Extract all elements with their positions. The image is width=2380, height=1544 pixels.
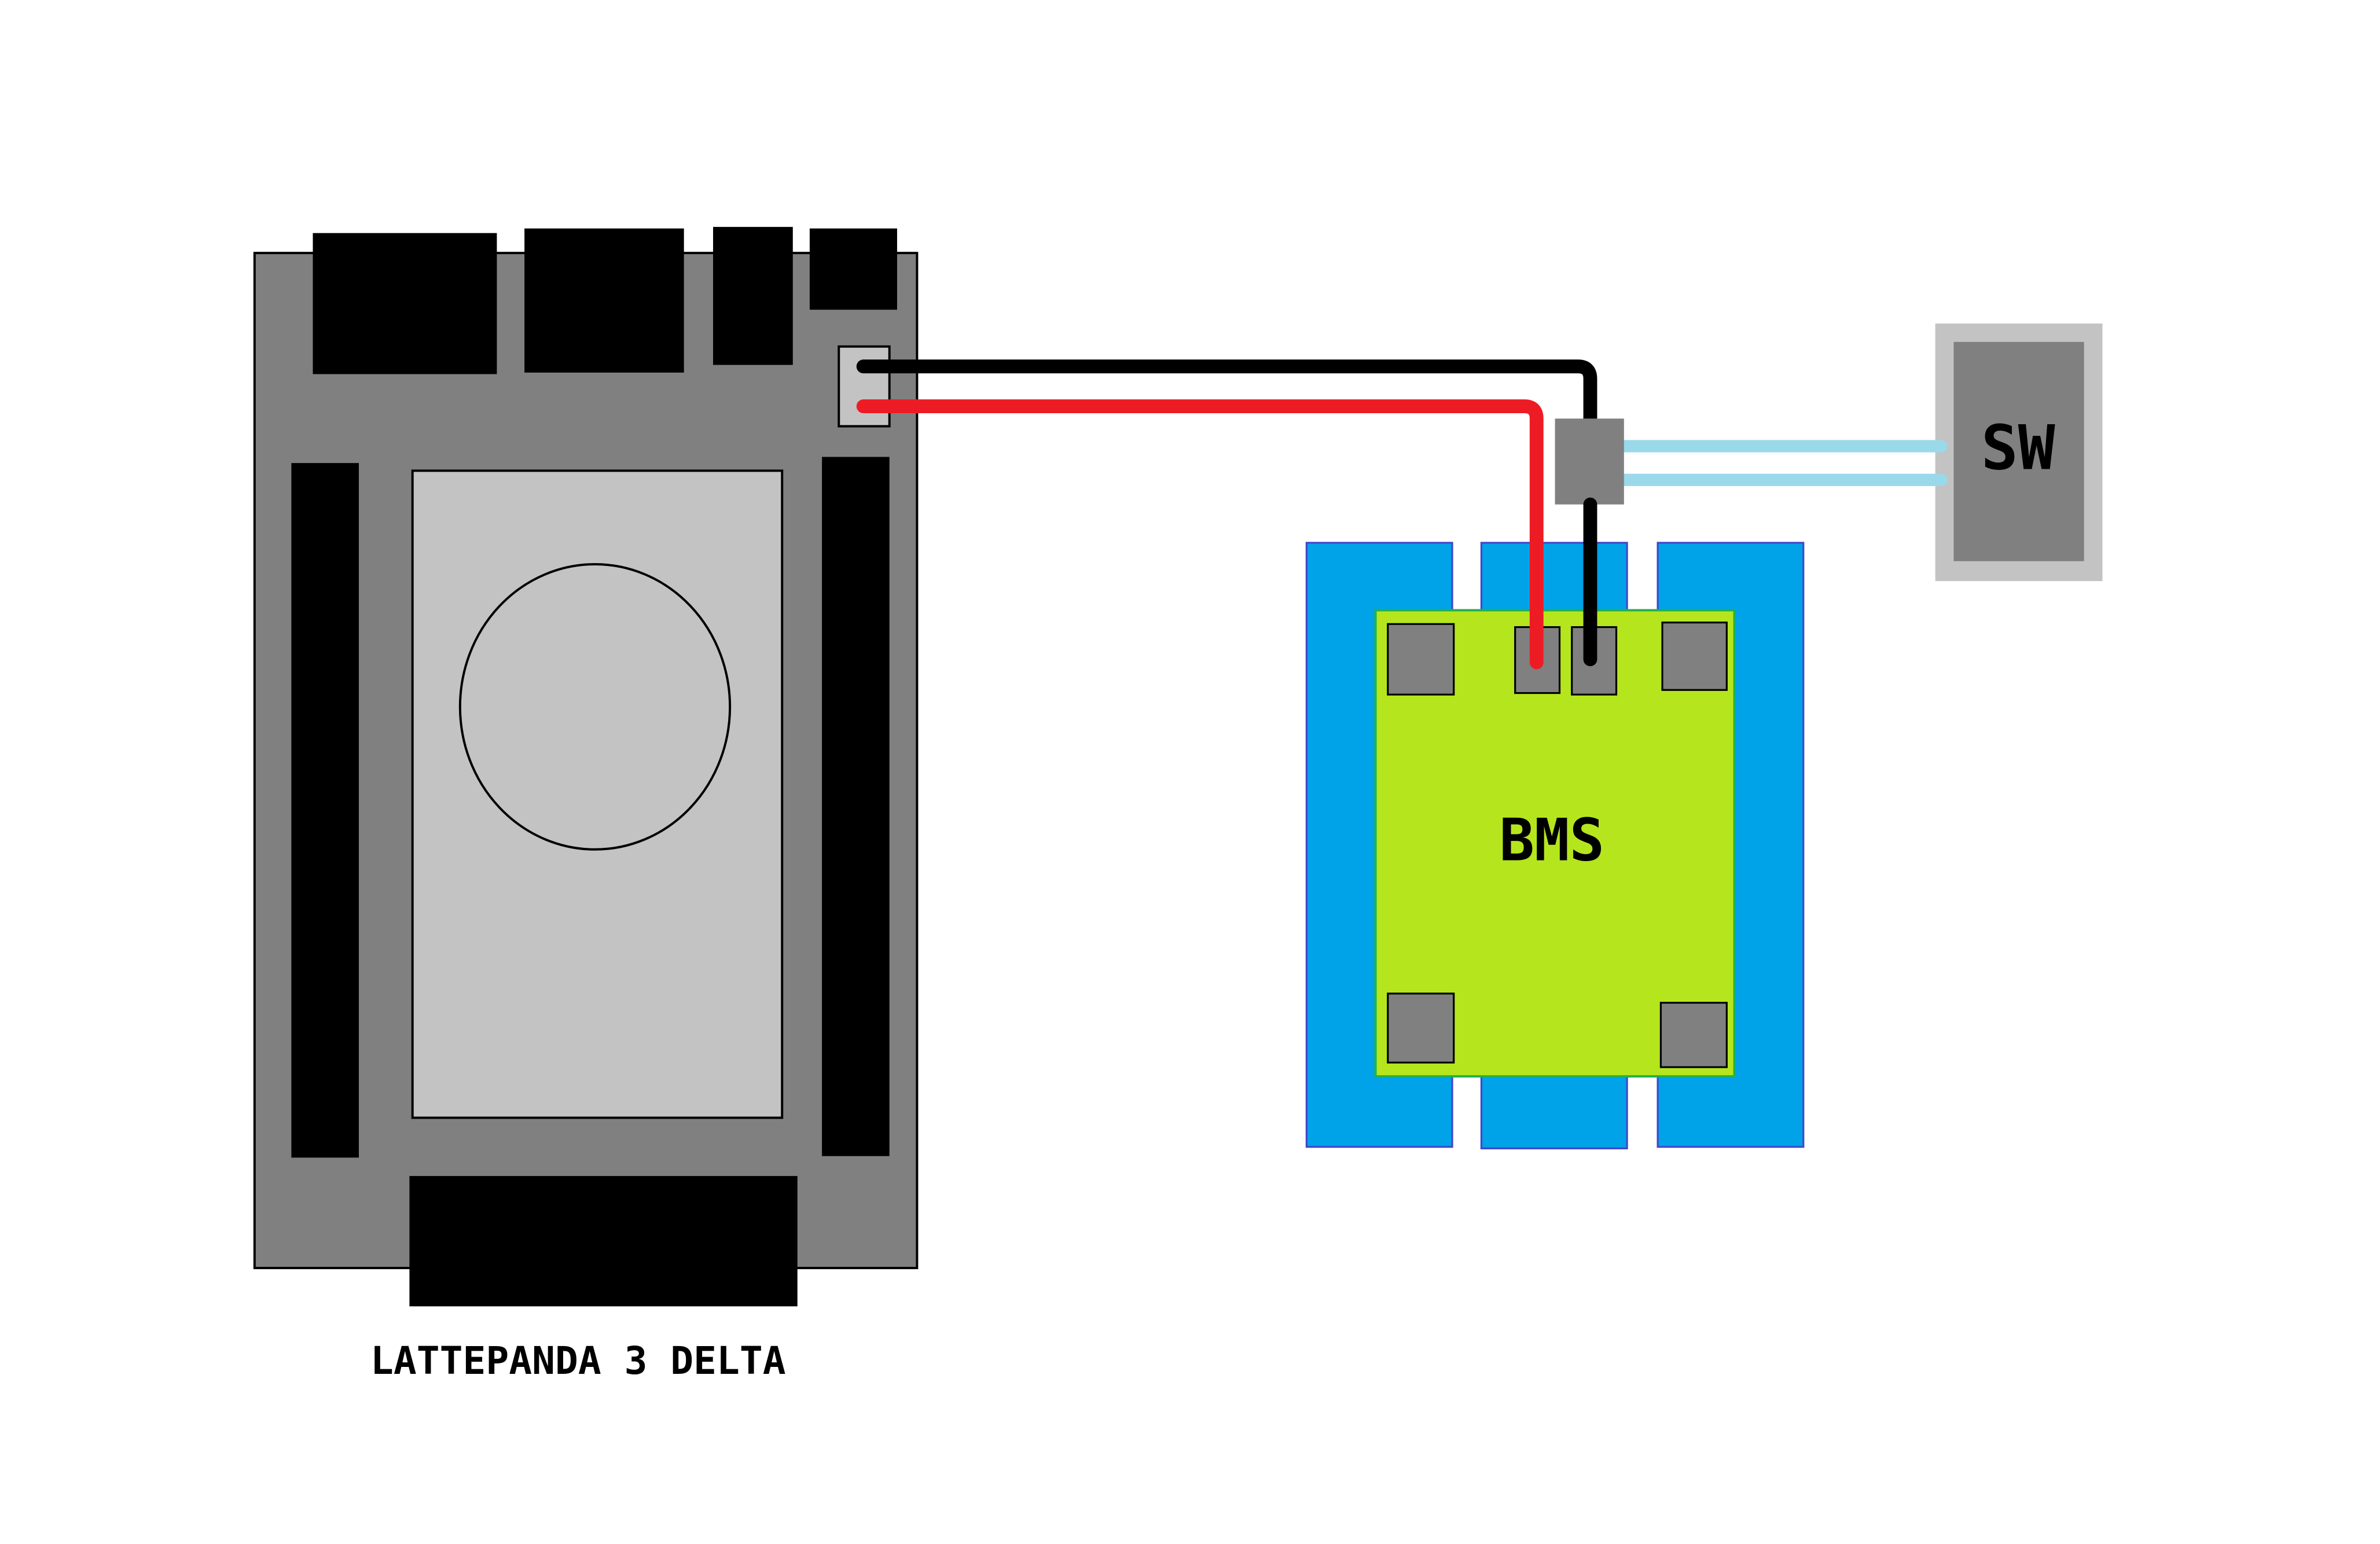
switch-label: SW (1981, 413, 2055, 484)
board-header-left (291, 463, 359, 1158)
board-port-top-3 (713, 227, 793, 365)
board-port-top-4 (809, 228, 897, 310)
bms-pad-bottom-left (1387, 992, 1455, 1064)
black-wire (856, 359, 1597, 444)
bms-board: BMS (1374, 609, 1736, 1078)
red-wire (856, 399, 1544, 670)
board-fan-icon (458, 563, 732, 851)
board-label: LATTEPANDA 3 DELTA (370, 1339, 786, 1383)
bms-pad-bottom-right (1659, 1002, 1728, 1068)
board-header-right (822, 457, 890, 1156)
inline-switch-connector (1555, 418, 1624, 505)
board-power-connector (838, 345, 891, 428)
wires (856, 359, 1948, 670)
bms-pad-top-left (1387, 623, 1455, 696)
bms-label: BMS (1499, 806, 1604, 874)
bms-pad-top-right (1661, 622, 1728, 691)
switch-inner (1953, 341, 2084, 561)
board-port-top-2 (524, 228, 684, 373)
board-port-top-1 (313, 233, 497, 374)
power-switch: SW (1935, 323, 2103, 582)
lattepanda-board: LATTEPANDA 3 DELTA (253, 227, 919, 1383)
board-port-bottom (409, 1176, 798, 1307)
